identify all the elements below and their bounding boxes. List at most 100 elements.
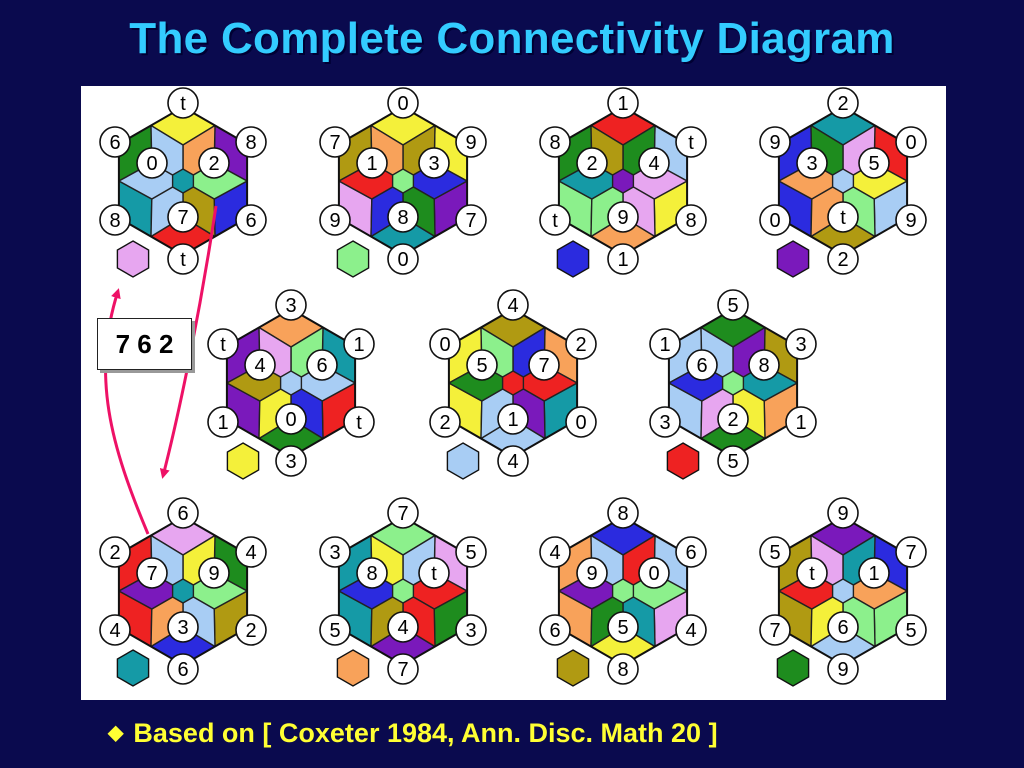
vertex-label: 7 xyxy=(177,207,188,229)
vertex-label: 1 xyxy=(353,334,364,356)
vertex-label: 5 xyxy=(769,542,780,564)
vertex-node xyxy=(387,653,419,685)
vertex-node xyxy=(759,536,791,568)
vertex-node xyxy=(167,243,199,275)
vertex-node xyxy=(675,614,707,646)
vertex-node xyxy=(167,653,199,685)
vertex-node xyxy=(895,614,927,646)
vertex-label: 2 xyxy=(245,620,256,642)
vertex-node xyxy=(167,611,199,643)
vertex-node xyxy=(576,557,608,589)
vertex-node xyxy=(785,406,817,438)
vertex-node xyxy=(649,406,681,438)
hexagon-face xyxy=(831,168,855,194)
color-swatch xyxy=(556,240,590,278)
vertex-label: t xyxy=(688,132,694,154)
vertex-label: 4 xyxy=(254,355,265,377)
vertex-node xyxy=(827,87,859,119)
vertex-node xyxy=(235,204,267,236)
vertex-node xyxy=(858,557,890,589)
vertex-label: 2 xyxy=(727,409,738,431)
vertex-label: 9 xyxy=(837,659,848,681)
vertex-node xyxy=(607,87,639,119)
hexagon-face xyxy=(611,168,635,194)
vertex-node xyxy=(827,653,859,685)
vertex-node xyxy=(638,557,670,589)
vertex-label: 3 xyxy=(806,153,817,175)
vertex-node xyxy=(387,497,419,529)
vertex-label: 8 xyxy=(109,210,120,232)
vertex-label: 8 xyxy=(617,503,628,525)
vertex-label: 8 xyxy=(397,207,408,229)
vertex-label: 5 xyxy=(329,620,340,642)
vertex-label: 1 xyxy=(795,412,806,434)
vertex-label: 2 xyxy=(109,542,120,564)
vertex-label: 0 xyxy=(648,563,659,585)
vertex-label: 5 xyxy=(727,295,738,317)
slide-title: The Complete Connectivity Diagram xyxy=(129,14,895,63)
vertex-label: 0 xyxy=(146,153,157,175)
vertex-node xyxy=(455,204,487,236)
vertex-node xyxy=(539,614,571,646)
vertex-node xyxy=(565,406,597,438)
vertex-label: 7 xyxy=(397,503,408,525)
vertex-label: 2 xyxy=(208,153,219,175)
vertex-node xyxy=(275,445,307,477)
vertex-node xyxy=(319,204,351,236)
vertex-node xyxy=(895,536,927,568)
vertex-label: 0 xyxy=(397,249,408,271)
vertex-node xyxy=(827,243,859,275)
vertex-label: 6 xyxy=(316,355,327,377)
vertex-label: 5 xyxy=(476,355,487,377)
vertex-node xyxy=(576,147,608,179)
vertex-node xyxy=(607,243,639,275)
vertex-label: 6 xyxy=(685,542,696,564)
vertex-node xyxy=(455,126,487,158)
vertex-node xyxy=(429,328,461,360)
vertex-node xyxy=(785,328,817,360)
vertex-node xyxy=(343,406,375,438)
vertex-node xyxy=(858,147,890,179)
vertex-label: 5 xyxy=(465,542,476,564)
vertex-label: 9 xyxy=(208,563,219,585)
vertex-label: 1 xyxy=(617,249,628,271)
vertex-node xyxy=(748,349,780,381)
vertex-node xyxy=(759,614,791,646)
vertex-label: 2 xyxy=(837,249,848,271)
vertex-node xyxy=(675,204,707,236)
vertex-label: 7 xyxy=(329,132,340,154)
vertex-label: 4 xyxy=(507,451,518,473)
vertex-node xyxy=(827,497,859,529)
vertex-label: 3 xyxy=(285,451,296,473)
hexagon-face xyxy=(391,168,415,194)
vertex-node xyxy=(607,611,639,643)
vertex-node xyxy=(827,611,859,643)
vertex-node xyxy=(207,328,239,360)
vertex-node xyxy=(528,349,560,381)
vertex-node xyxy=(356,557,388,589)
vertex-node xyxy=(455,614,487,646)
vertex-label: t xyxy=(180,93,186,115)
vertex-label: 5 xyxy=(617,617,628,639)
vertex-node xyxy=(827,201,859,233)
vertex-label: 9 xyxy=(329,210,340,232)
hexagon-face xyxy=(721,370,745,396)
vertex-label: 9 xyxy=(905,210,916,232)
vertex-node xyxy=(387,201,419,233)
hexagon-face xyxy=(171,578,195,604)
vertex-node xyxy=(207,406,239,438)
vertex-label: 0 xyxy=(575,412,586,434)
vertex-label: 0 xyxy=(439,334,450,356)
vertex-node xyxy=(99,204,131,236)
vertex-label: 3 xyxy=(177,617,188,639)
vertex-label: 3 xyxy=(329,542,340,564)
vertex-label: 7 xyxy=(397,659,408,681)
vertex-node xyxy=(356,147,388,179)
